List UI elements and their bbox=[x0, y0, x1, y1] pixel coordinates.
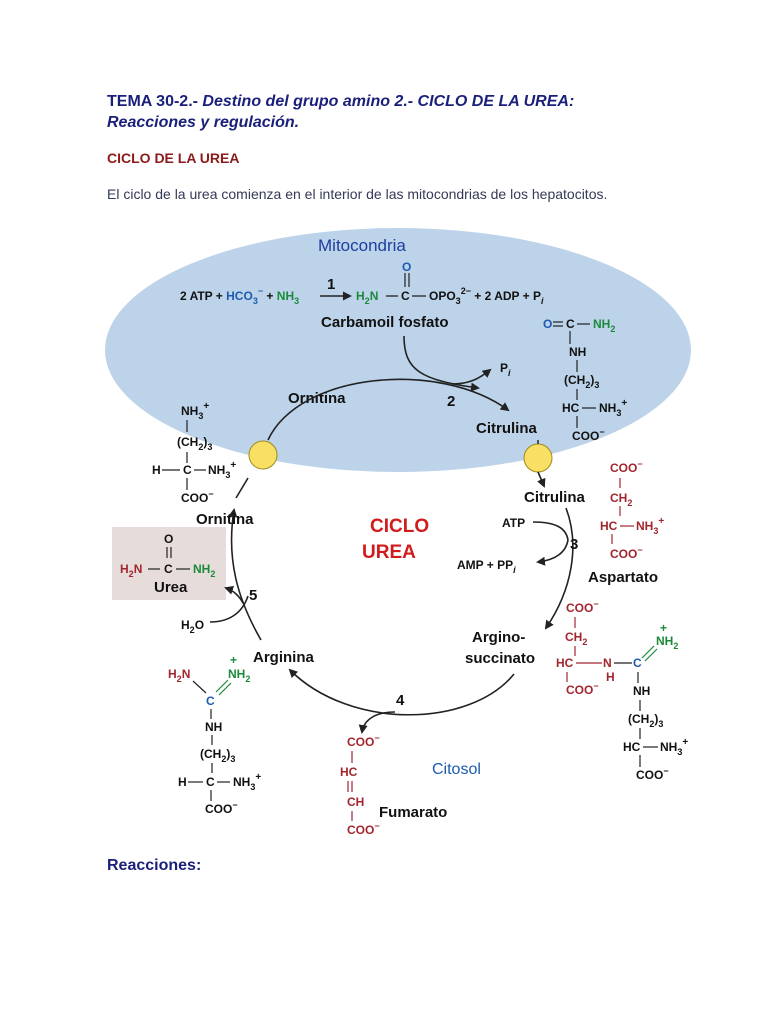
svg-text:NH2: NH2 bbox=[656, 634, 678, 651]
mitochondria-label: Mitocondria bbox=[318, 236, 406, 255]
argininosuccinate-label-2: succinato bbox=[465, 650, 535, 667]
svg-text:O: O bbox=[164, 532, 173, 546]
svg-text:H2N: H2N bbox=[168, 667, 190, 684]
water-label: H2O bbox=[181, 618, 204, 635]
svg-text:COO−: COO− bbox=[347, 821, 380, 837]
svg-text:C: C bbox=[164, 562, 173, 576]
svg-text:HC: HC bbox=[600, 519, 618, 533]
svg-text:CH2: CH2 bbox=[565, 630, 587, 647]
svg-text:C: C bbox=[183, 463, 192, 477]
fumarate-label: Fumarato bbox=[379, 804, 447, 821]
svg-text:+: + bbox=[230, 653, 237, 667]
citrulline-transporter bbox=[523, 443, 553, 473]
svg-text:C: C bbox=[206, 694, 215, 708]
svg-text:NH3+: NH3+ bbox=[636, 516, 664, 536]
svg-text:(CH2)3: (CH2)3 bbox=[177, 435, 212, 452]
carbamoyl-product: H2N bbox=[356, 289, 378, 306]
reaction-1-products: OPO32− + 2 ADP + Pi bbox=[429, 286, 544, 306]
step-4-label: 4 bbox=[396, 692, 405, 709]
ornithine-transporter bbox=[248, 440, 278, 470]
svg-text:COO−: COO− bbox=[610, 459, 643, 475]
svg-text:COO−: COO− bbox=[636, 766, 669, 782]
svg-text:C: C bbox=[633, 656, 642, 670]
svg-text:NH: NH bbox=[205, 720, 222, 734]
svg-text:HC: HC bbox=[340, 765, 358, 779]
svg-text:NH2: NH2 bbox=[593, 317, 615, 334]
svg-text:H: H bbox=[178, 775, 187, 789]
cytosol-label: Citosol bbox=[432, 761, 481, 778]
svg-text:COO−: COO− bbox=[610, 545, 643, 561]
urea-cycle-diagram: Mitocondria 1 2 ATP + HCO3− + NH3 H2N C … bbox=[105, 228, 691, 837]
svg-text:NH3+: NH3+ bbox=[208, 460, 236, 480]
svg-text:O: O bbox=[543, 317, 552, 331]
svg-text:+: + bbox=[660, 621, 667, 635]
argininosuccinate-structure: COO− CH2 HC N H C + NH2 COO− NH (CH2)3 H… bbox=[556, 599, 688, 782]
svg-text:H2N: H2N bbox=[120, 562, 142, 579]
urea-structure: O H2N C NH2 bbox=[120, 532, 215, 579]
argininosuccinate-label-1: Argino- bbox=[472, 629, 525, 646]
svg-text:COO−: COO− bbox=[181, 489, 214, 505]
svg-text:NH: NH bbox=[569, 345, 586, 359]
svg-text:C: C bbox=[566, 317, 575, 331]
svg-text:NH2: NH2 bbox=[228, 667, 250, 684]
title-rest-1: Destino del grupo amino 2.- CICLO DE LA … bbox=[202, 93, 575, 110]
atp-label: ATP bbox=[502, 516, 525, 530]
svg-text:HC: HC bbox=[556, 656, 574, 670]
svg-text:HC: HC bbox=[623, 740, 641, 754]
cycle-label-2: UREA bbox=[362, 542, 416, 563]
intro-paragraph: El ciclo de la urea comienza en el inter… bbox=[107, 186, 608, 202]
citrulline-cyto-label: Citrulina bbox=[524, 489, 585, 506]
title-rest-2: Reacciones y regulación. bbox=[107, 114, 300, 131]
svg-text:(CH2)3: (CH2)3 bbox=[628, 712, 663, 729]
reaction-1-equation: 2 ATP + HCO3− + NH3 bbox=[180, 286, 299, 306]
carbamoyl-phosphate-label: Carbamoil fosfato bbox=[321, 314, 449, 331]
svg-text:COO−: COO− bbox=[566, 599, 599, 615]
page-title: TEMA 30-2.- Destino del grupo amino 2.- … bbox=[107, 91, 667, 133]
urea-label: Urea bbox=[154, 579, 188, 596]
step-5-label: 5 bbox=[249, 587, 257, 604]
svg-text:COO−: COO− bbox=[205, 800, 238, 816]
svg-text:COO−: COO− bbox=[566, 681, 599, 697]
urea-box bbox=[112, 527, 226, 600]
reactions-heading: Reacciones: bbox=[107, 857, 202, 874]
ornithine-cyto-label: Ornitina bbox=[196, 511, 254, 528]
ornithine-mito-label: Ornitina bbox=[288, 390, 346, 407]
step-3-label: 3 bbox=[570, 536, 578, 553]
svg-text:HC: HC bbox=[562, 401, 580, 415]
svg-text:N: N bbox=[603, 656, 612, 670]
svg-text:NH3+: NH3+ bbox=[233, 772, 261, 792]
svg-text:(CH2)3: (CH2)3 bbox=[564, 373, 599, 390]
svg-text:NH3+: NH3+ bbox=[660, 737, 688, 757]
svg-text:NH2: NH2 bbox=[193, 562, 215, 579]
svg-text:(CH2)3: (CH2)3 bbox=[200, 747, 235, 764]
title-prefix: TEMA 30-2.- bbox=[107, 93, 203, 110]
svg-text:H: H bbox=[606, 670, 615, 684]
mitochondrion-shape bbox=[105, 228, 691, 472]
svg-text:CH: CH bbox=[347, 795, 364, 809]
arginine-structure: H2N + NH2 C NH (CH2)3 H C NH3+ COO− bbox=[168, 653, 261, 816]
svg-text:CH2: CH2 bbox=[610, 491, 632, 508]
cycle-label-1: CICLO bbox=[370, 516, 429, 537]
fumarate-structure: COO− HC CH COO− bbox=[340, 733, 380, 837]
step-1-label: 1 bbox=[327, 276, 335, 293]
svg-text:C: C bbox=[206, 775, 215, 789]
section-title: CICLO DE LA UREA bbox=[107, 150, 240, 166]
aspartate-label: Aspartato bbox=[588, 569, 658, 586]
svg-text:H: H bbox=[152, 463, 161, 477]
aspartate-structure: COO− CH2 HC NH3+ COO− bbox=[600, 459, 664, 561]
carbamoyl-oxygen: O bbox=[402, 260, 411, 274]
svg-text:COO−: COO− bbox=[347, 733, 380, 749]
amp-label: AMP + PPi bbox=[457, 558, 516, 575]
step-2-label: 2 bbox=[447, 393, 455, 410]
pi-label: Pi bbox=[500, 361, 511, 378]
carbamoyl-carbon: C bbox=[401, 289, 410, 303]
svg-text:COO−: COO− bbox=[572, 427, 605, 443]
svg-text:NH: NH bbox=[633, 684, 650, 698]
citrulline-mito-label: Citrulina bbox=[476, 420, 537, 437]
arginine-label: Arginina bbox=[253, 649, 314, 666]
